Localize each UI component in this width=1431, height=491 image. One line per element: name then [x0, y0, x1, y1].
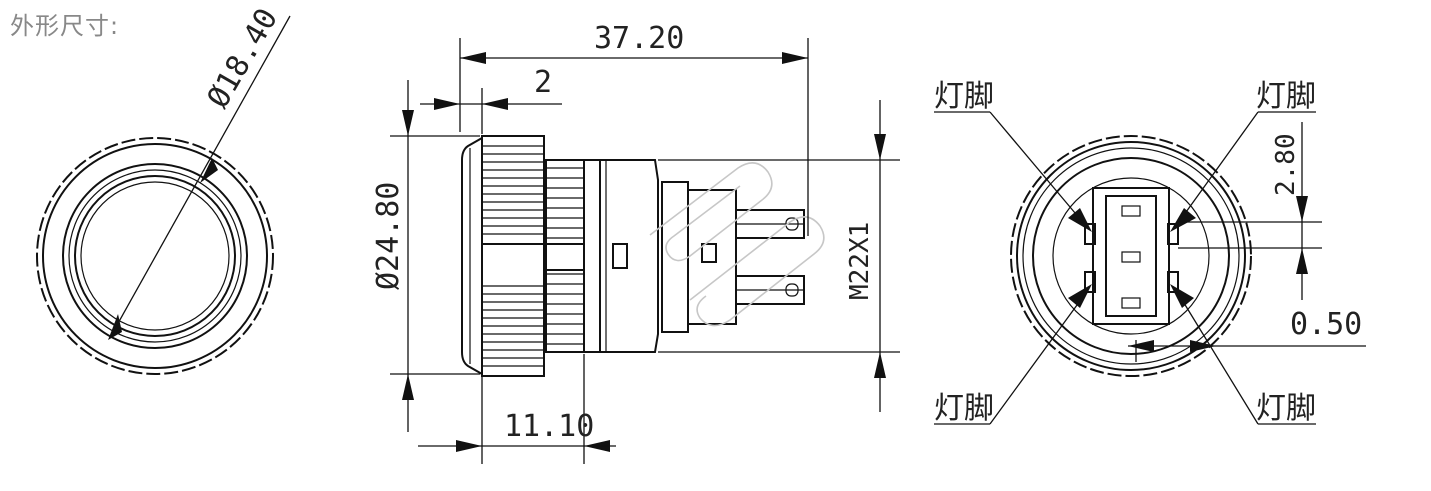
side-thread-lines: [546, 167, 584, 345]
dim-arrow: [874, 134, 886, 160]
pin-label-bottom-right: 灯脚: [1256, 391, 1316, 426]
dim-arrow: [874, 352, 886, 378]
rear-view: 灯脚 灯脚 灯脚 灯脚 2.80 0.50: [934, 79, 1366, 426]
side-view: 37.20 2 Ø24.80 11.10: [371, 21, 900, 464]
rear-knurl-ring: [1010, 135, 1252, 377]
rear-ring-3: [1032, 157, 1230, 355]
dim-pin-spacing-label: 2.80: [1271, 133, 1301, 196]
front-bezel-inner-ring: [68, 169, 242, 343]
pin-label-top-right: 灯脚: [1256, 79, 1316, 114]
dim-arrow: [1296, 248, 1308, 274]
rear-lamp-pin-tr: [1167, 223, 1179, 245]
dim-arrow: [402, 374, 414, 400]
dim-body-length-label: 11.10: [504, 409, 594, 444]
leader-arrow: [1170, 284, 1194, 308]
dim-arrow: [482, 98, 508, 110]
leader-bottom-right: [1175, 289, 1259, 425]
dim-arrow: [402, 110, 414, 136]
front-view: Ø18.40: [36, 3, 291, 375]
leader-arrow: [1068, 208, 1092, 232]
front-diameter-label: Ø18.40: [201, 3, 285, 114]
dim-bezel-thickness-label: 2: [534, 65, 552, 100]
rear-housing-ring: [1052, 177, 1210, 335]
rear-ring-2: [1022, 147, 1240, 365]
pin-label-bottom-left: 灯脚: [934, 391, 994, 426]
side-switch-housing: [584, 159, 659, 353]
leader-bottom-left: [989, 289, 1089, 425]
front-diameter-arrow-2: [108, 314, 122, 340]
front-button-face: [80, 181, 230, 331]
dim-arrow: [460, 52, 486, 64]
paperclip-watermark: [649, 162, 825, 327]
rear-outer-ring: [1016, 141, 1246, 371]
side-housing-slot: [612, 243, 628, 269]
leader-arrow: [1170, 208, 1196, 232]
front-diameter-leader: [111, 15, 291, 335]
dim-arrow: [1190, 340, 1216, 352]
dim-overall-length-label: 37.20: [594, 21, 684, 56]
front-diameter-arrow: [200, 158, 218, 183]
side-knurl-lines: [482, 145, 544, 367]
dim-pin-offset-label: 0.50: [1290, 307, 1362, 342]
dim-bezel-diameter-label: Ø24.80: [371, 182, 406, 290]
leader-arrow: [1068, 284, 1092, 308]
side-contact-block: [661, 181, 689, 333]
side-threaded-body: [545, 159, 585, 353]
side-body-flat: [545, 243, 585, 271]
rear-contact-block: [1092, 187, 1170, 325]
front-outer-ring: [42, 143, 268, 369]
rear-lamp-pin-tl: [1084, 223, 1096, 245]
rear-terminal: [1121, 251, 1141, 263]
leader-top-right: [1175, 111, 1259, 227]
front-knurl-ring: [36, 137, 274, 375]
leader-top-left: [989, 111, 1087, 227]
dim-thread-label: M22X1: [845, 222, 875, 300]
rear-terminal: [1121, 205, 1141, 217]
side-knurled-collar: [481, 135, 545, 377]
dim-arrow: [1128, 340, 1154, 352]
drawing-title: 外形尺寸:: [10, 12, 120, 40]
dim-arrow: [434, 98, 460, 110]
front-button-ring: [74, 175, 236, 337]
side-terminal-base: [687, 189, 737, 325]
front-bezel-ring: [62, 163, 248, 349]
rear-terminal: [1121, 297, 1141, 309]
dim-arrow: [1296, 196, 1308, 222]
side-terminal-window: [701, 243, 717, 263]
rear-lamp-pin-bl: [1084, 271, 1096, 293]
pin-label-top-left: 灯脚: [934, 79, 994, 114]
side-bezel-lens: [461, 137, 483, 375]
rear-lamp-pin-br: [1167, 271, 1179, 293]
dim-arrow: [456, 440, 482, 452]
dim-arrow: [782, 52, 808, 64]
rear-contact-inner: [1105, 195, 1157, 317]
